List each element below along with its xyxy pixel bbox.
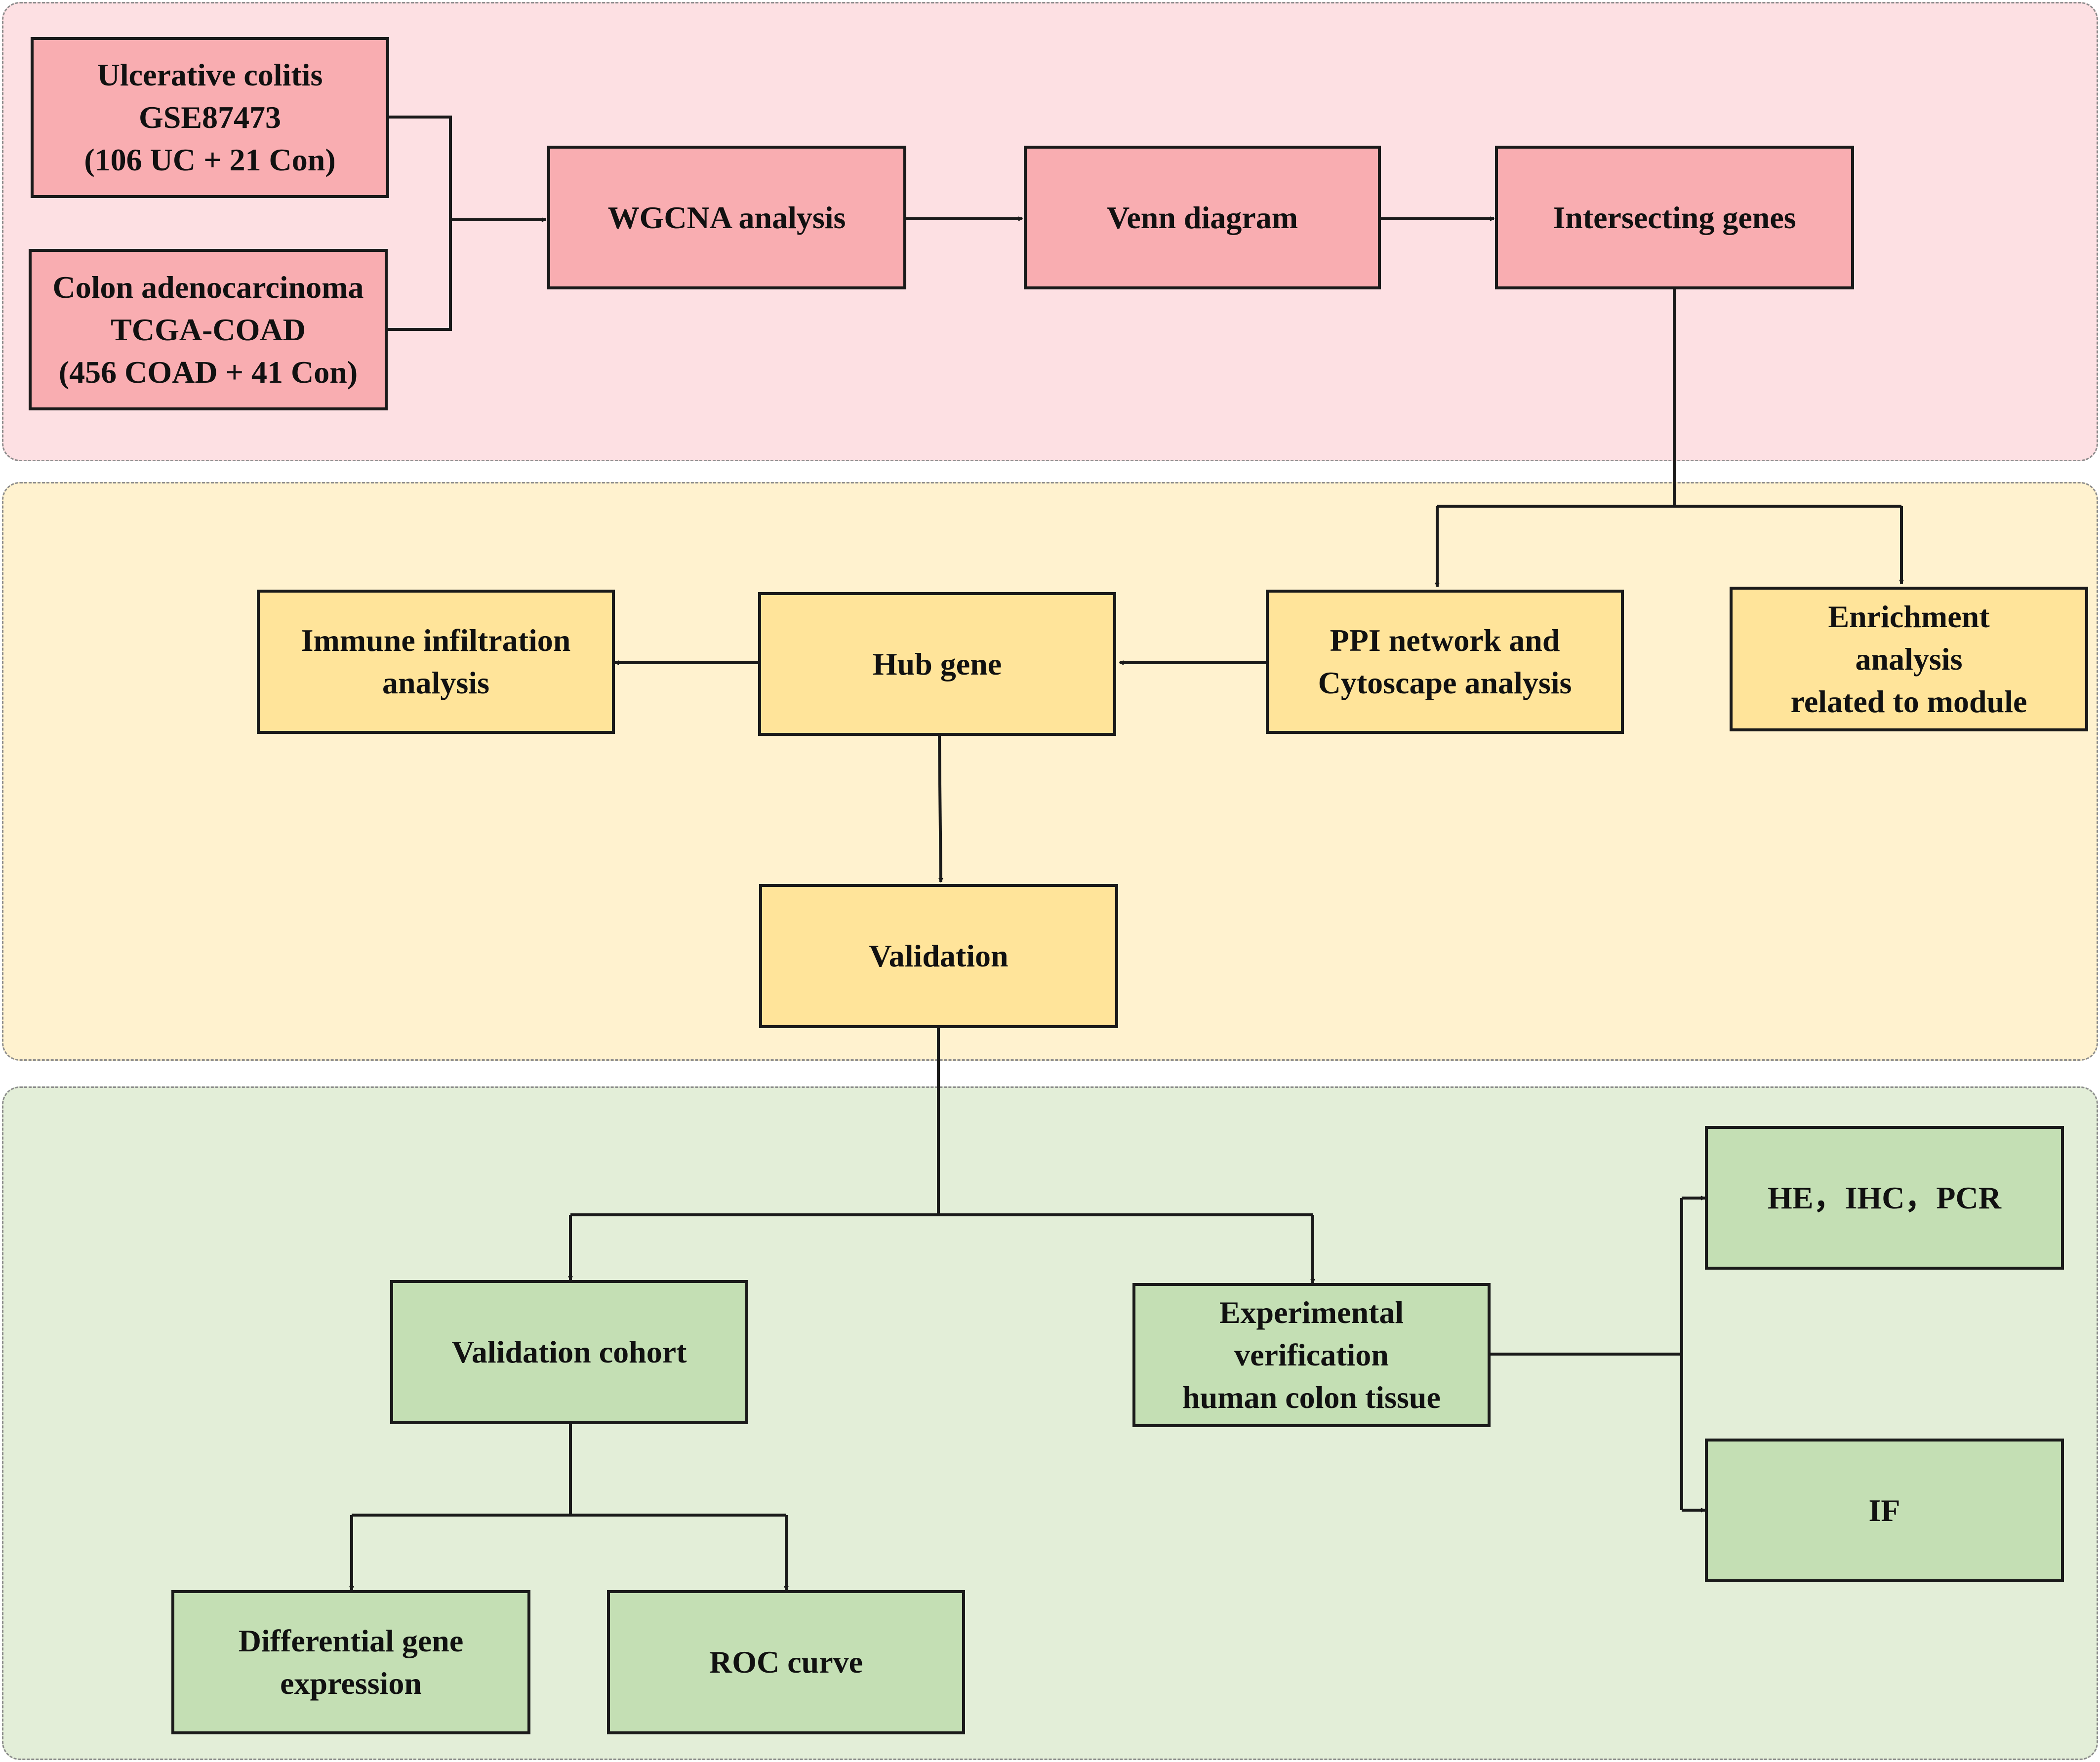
node-label: PPI network and Cytoscape analysis [1318, 623, 1572, 700]
edge-hub-to-validation [938, 735, 941, 882]
node-differential-gene-expression: Differential gene expression [171, 1590, 530, 1734]
node-label: Differential gene expression [238, 1623, 464, 1701]
node-label: Venn diagram [1106, 200, 1298, 235]
node-label: IF [1868, 1492, 1900, 1528]
node-he-ihc-pcr: HE，IHC，PCR [1705, 1126, 2064, 1270]
node-label: Enrichment analysis related to module [1790, 599, 2027, 719]
node-roc-curve: ROC curve [607, 1590, 965, 1734]
node-intersecting-genes: Intersecting genes [1495, 146, 1854, 289]
node-hub-gene: Hub gene [758, 592, 1116, 736]
node-label: Intersecting genes [1553, 200, 1796, 235]
node-ulcerative-colitis: Ulcerative colitis GSE87473 (106 UC + 21… [31, 37, 389, 198]
node-label: Immune infiltration analysis [301, 623, 571, 700]
node-experimental-verification: Experimental verification human colon ti… [1132, 1283, 1491, 1427]
node-label: Colon adenocarcinoma TCGA-COAD (456 COAD… [52, 269, 364, 390]
node-validation: Validation [759, 884, 1118, 1028]
node-label: HE，IHC，PCR [1768, 1180, 2001, 1215]
node-enrichment-analysis: Enrichment analysis related to module [1730, 587, 2088, 731]
node-label: WGCNA analysis [607, 200, 846, 235]
node-label: Validation cohort [451, 1334, 687, 1369]
node-colon-adenocarcinoma: Colon adenocarcinoma TCGA-COAD (456 COAD… [29, 249, 388, 410]
node-label: Experimental verification human colon ti… [1182, 1295, 1441, 1415]
node-label: ROC curve [709, 1644, 863, 1680]
edge-inputs-merge [388, 116, 452, 331]
node-label: Ulcerative colitis GSE87473 (106 UC + 21… [84, 57, 336, 177]
node-venn-diagram: Venn diagram [1024, 146, 1381, 289]
node-if: IF [1705, 1439, 2064, 1582]
node-label: Validation [869, 938, 1009, 973]
node-wgcna-analysis: WGCNA analysis [547, 146, 906, 289]
node-label: Hub gene [872, 646, 1002, 681]
node-ppi-network: PPI network and Cytoscape analysis [1266, 590, 1624, 734]
node-validation-cohort: Validation cohort [390, 1280, 748, 1424]
node-immune-infiltration: Immune infiltration analysis [257, 590, 615, 734]
